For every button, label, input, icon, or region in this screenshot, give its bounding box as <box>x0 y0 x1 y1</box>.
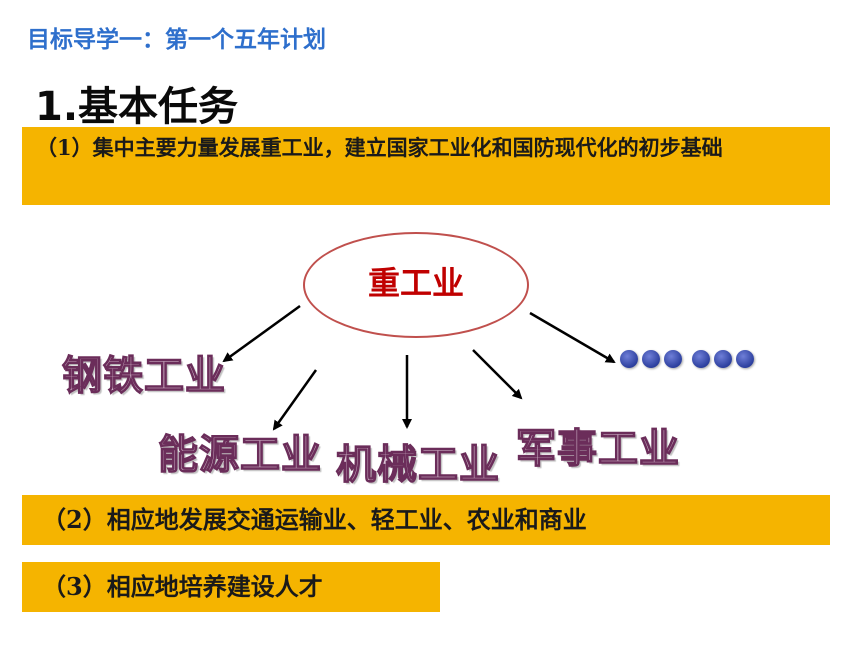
more-dot <box>620 350 638 368</box>
slide-header: 目标导学一：第一个五年计划 <box>27 27 326 53</box>
more-dot <box>692 350 710 368</box>
more-dot <box>736 350 754 368</box>
center-ellipse <box>303 232 529 338</box>
task-box-3: （3）相应地培养建设人才 <box>22 562 440 612</box>
more-dot <box>642 350 660 368</box>
branch-machinery: 机械工业 <box>335 440 500 488</box>
branch-steel: 钢铁工业 <box>61 351 226 399</box>
branch-energy: 能源工业 <box>157 430 322 478</box>
more-dot <box>714 350 732 368</box>
more-dots <box>620 350 754 368</box>
branch-military: 军事工业 <box>515 424 680 472</box>
task-box-2: （2）相应地发展交通运输业、轻工业、农业和商业 <box>22 495 830 545</box>
more-dot <box>664 350 682 368</box>
arrow-to-energy <box>272 369 318 431</box>
arrow-to-military <box>472 349 523 400</box>
arrow-to-more <box>529 311 616 364</box>
section-title: 1.基本任务 <box>35 84 239 130</box>
arrow-to-steel <box>222 304 301 363</box>
center-label: 重工业 <box>367 264 464 302</box>
task-box-1: （1）集中主要力量发展重工业，建立国家工业化和国防现代化的初步基础 <box>22 127 830 205</box>
